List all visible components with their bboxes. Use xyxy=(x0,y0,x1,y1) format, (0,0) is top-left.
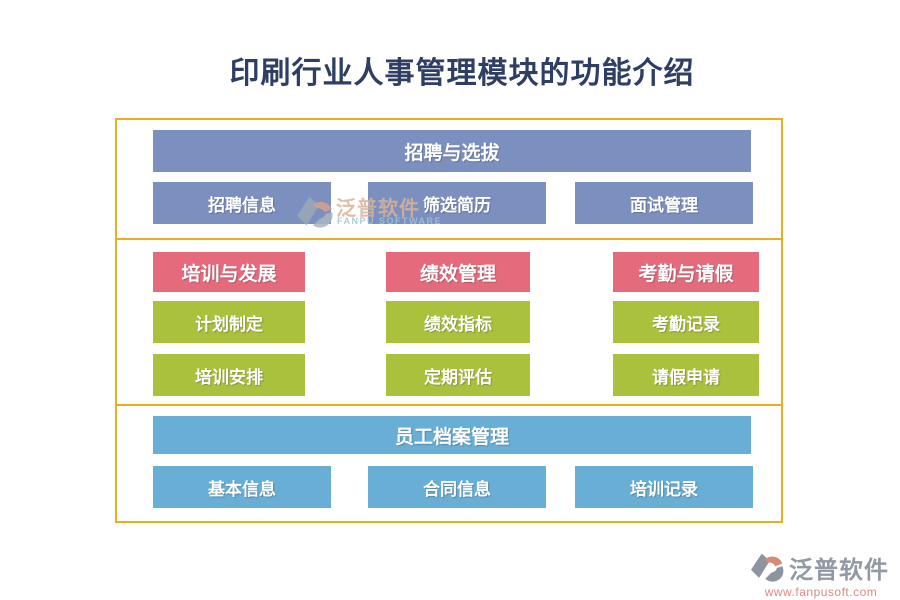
recruitment-item-interview: 面试管理 xyxy=(575,182,753,224)
fanpu-logo-text: 泛普软件 xyxy=(789,557,889,584)
training-item-plan: 计划制定 xyxy=(153,301,305,343)
performance-header: 绩效管理 xyxy=(386,252,530,292)
fanpu-logo-icon xyxy=(751,553,784,582)
section-divider-2 xyxy=(117,404,781,406)
archive-item-training: 培训记录 xyxy=(575,466,753,508)
performance-item-review: 定期评估 xyxy=(386,354,530,396)
archive-header: 员工档案管理 xyxy=(153,416,751,454)
fanpu-logo-url: www.fanpusoft.com xyxy=(764,585,878,599)
attendance-item-record: 考勤记录 xyxy=(613,301,759,343)
archive-item-basic: 基本信息 xyxy=(153,466,331,508)
training-item-schedule: 培训安排 xyxy=(153,354,305,396)
recruitment-header: 招聘与选拔 xyxy=(153,130,751,172)
archive-item-contract: 合同信息 xyxy=(368,466,546,508)
recruitment-item-info: 招聘信息 xyxy=(153,182,331,224)
diagram-frame: 招聘与选拔 招聘信息 筛选简历 面试管理 培训与发展 计划制定 培训安排 绩效管… xyxy=(115,118,783,523)
attendance-item-leave: 请假申请 xyxy=(613,354,759,396)
attendance-header: 考勤与请假 xyxy=(613,252,759,292)
page-title: 印刷行业人事管理模块的功能介绍 xyxy=(229,57,695,90)
recruitment-item-screening: 筛选简历 xyxy=(368,182,546,224)
training-header: 培训与发展 xyxy=(153,252,305,292)
section-divider-1 xyxy=(117,238,781,240)
performance-item-kpi: 绩效指标 xyxy=(386,301,530,343)
fanpu-logo: 泛普软件 www.fanpusoft.com xyxy=(750,550,892,599)
